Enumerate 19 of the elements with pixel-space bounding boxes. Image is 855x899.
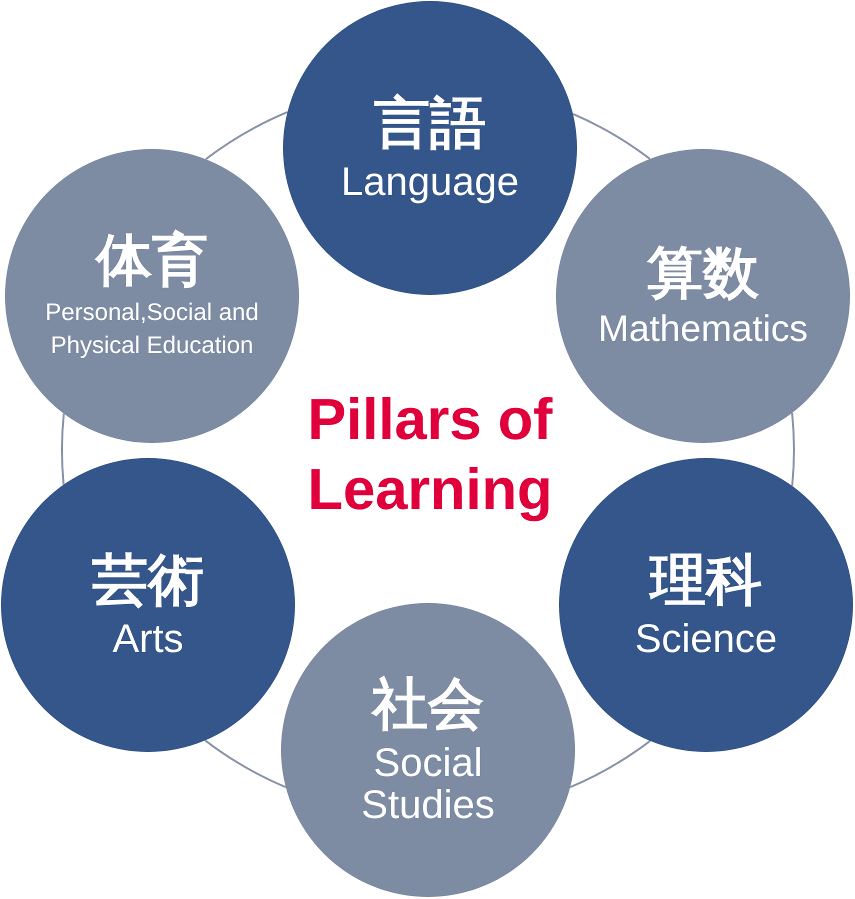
title: Pillars of Learning <box>306 386 554 524</box>
ring-arc <box>60 414 65 485</box>
ring-arc <box>205 111 288 160</box>
ring-arc <box>570 740 651 788</box>
subject-name: Social Studies <box>360 742 496 826</box>
subject-heading: 算数 <box>647 242 759 304</box>
subject-name: Language <box>341 160 519 203</box>
ring-arc <box>204 740 286 788</box>
subject-name: Mathematics <box>598 310 808 350</box>
subject-heading: 社会 <box>372 674 484 736</box>
subject-name: Science <box>634 618 778 660</box>
subject-name: Arts <box>112 618 184 660</box>
subject-heading: 体育 <box>96 230 208 292</box>
subject-heading: 理科 <box>650 550 762 612</box>
ring-arc <box>791 412 795 486</box>
subject-heading: 言語 <box>374 93 486 155</box>
ring-arc <box>572 113 650 160</box>
subject-name: Personal,Social and Physical Education <box>44 298 260 361</box>
subject-heading: 芸術 <box>92 550 204 612</box>
